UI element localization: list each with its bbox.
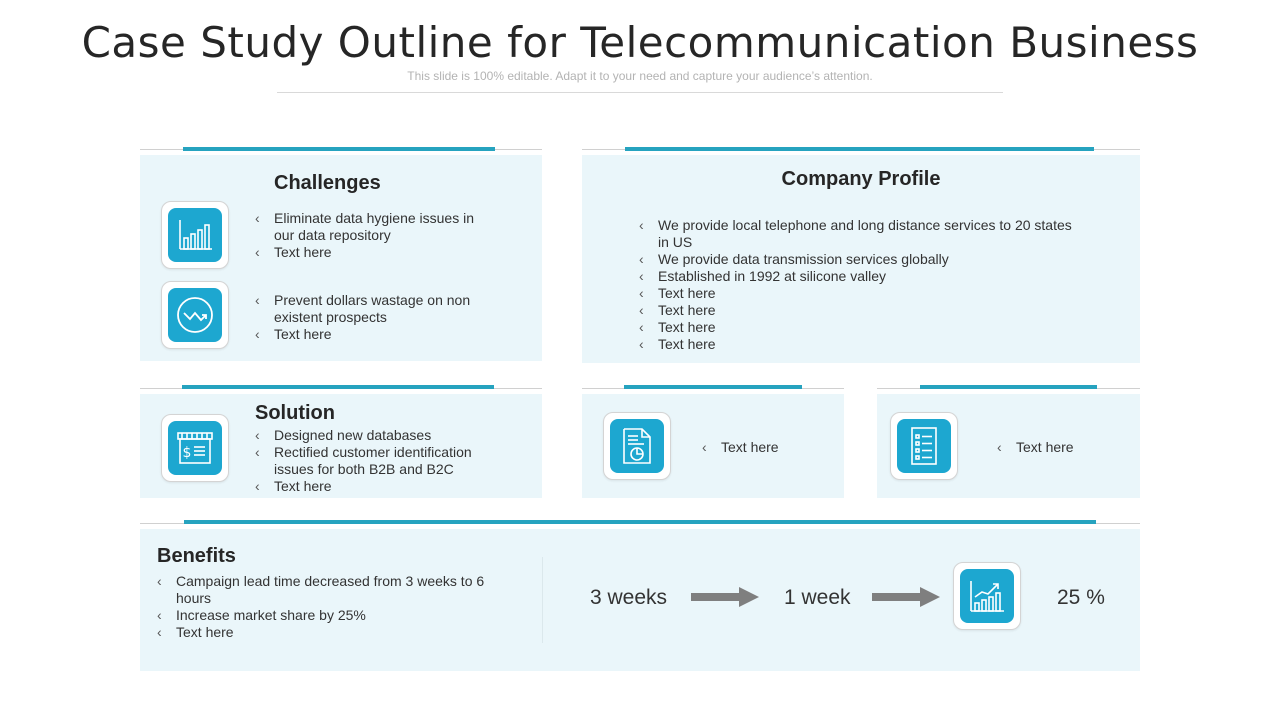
- list-item: Text here: [255, 478, 485, 495]
- challenge-icon-box-2: [161, 281, 229, 349]
- benefits-divider: [542, 557, 543, 643]
- list-item: Text here: [157, 624, 497, 641]
- list-item: Text here: [639, 285, 1079, 302]
- challenges-list-2: Prevent dollars wastage on non existent …: [255, 292, 485, 343]
- challenge-icon-box-1: [161, 201, 229, 269]
- mini1-list: Text here: [702, 439, 832, 456]
- flow-from-value: 3 weeks: [590, 586, 668, 609]
- slide-subtitle: This slide is 100% editable. Adapt it to…: [407, 69, 873, 83]
- company-profile-card: Company Profile We provide local telepho…: [582, 155, 1140, 363]
- list-item: Eliminate data hygiene issues in our dat…: [255, 210, 485, 244]
- mini-card-2: Text here: [877, 394, 1140, 498]
- list-item: Text here: [255, 326, 485, 343]
- right-arrow-icon: [872, 587, 940, 607]
- checklist-icon: [911, 427, 937, 465]
- bar-chart-icon: [179, 220, 212, 250]
- benefits-title: Benefits: [157, 545, 236, 567]
- flow-to-value: 1 week: [784, 586, 851, 609]
- mini2-accent-bar: [920, 385, 1097, 389]
- list-item: Rectified customer identification issues…: [255, 444, 485, 478]
- title-divider: [277, 92, 1003, 93]
- list-item: We provide data transmission services gl…: [639, 251, 1079, 268]
- challenges-card: Challenges: [140, 155, 542, 361]
- challenges-list-1: Eliminate data hygiene issues in our dat…: [255, 210, 485, 261]
- mini1-accent-bar: [624, 385, 802, 389]
- mini-card-1: Text here: [582, 394, 844, 498]
- list-item: Text here: [702, 439, 832, 456]
- right-arrow-icon: [691, 587, 759, 607]
- list-item: Text here: [639, 302, 1079, 319]
- list-item: Designed new databases: [255, 427, 485, 444]
- solution-card: Solution $ Desig: [140, 394, 542, 498]
- mini1-icon-box: [603, 412, 671, 480]
- list-item: Increase market share by 25%: [157, 607, 497, 624]
- solution-accent-bar: [182, 385, 494, 389]
- solution-icon-box: $: [161, 414, 229, 482]
- mini2-list: Text here: [997, 439, 1127, 456]
- list-item: Text here: [997, 439, 1127, 456]
- list-item: Established in 1992 at silicone valley: [639, 268, 1079, 285]
- mini2-icon-box: [890, 412, 958, 480]
- growth-chart-icon: [970, 581, 1004, 612]
- benefits-accent-bar: [184, 520, 1096, 524]
- benefits-icon-box: [953, 562, 1021, 630]
- svg-text:$: $: [183, 445, 192, 461]
- list-item: Campaign lead time decreased from 3 week…: [157, 573, 497, 607]
- list-item: We provide local telephone and long dist…: [639, 217, 1079, 251]
- company-profile-list: We provide local telephone and long dist…: [639, 217, 1079, 353]
- billboard-dollar-icon: $: [177, 432, 213, 464]
- benefits-list: Campaign lead time decreased from 3 week…: [157, 573, 497, 641]
- company-profile-title: Company Profile: [781, 168, 941, 190]
- slide-title: Case Study Outline for Telecommunication…: [81, 18, 1199, 67]
- list-item: Text here: [639, 319, 1079, 336]
- list-item: Text here: [255, 244, 485, 261]
- solution-title: Solution: [255, 402, 335, 424]
- list-item: Text here: [639, 336, 1079, 353]
- benefits-card: Benefits Campaign lead time decreased fr…: [140, 529, 1140, 671]
- challenges-accent-bar: [183, 147, 495, 151]
- solution-list: Designed new databases Rectified custome…: [255, 427, 485, 495]
- declining-graph-icon: [177, 297, 213, 333]
- profile-accent-bar: [625, 147, 1094, 151]
- report-document-icon: [623, 428, 651, 464]
- list-item: Prevent dollars wastage on non existent …: [255, 292, 485, 326]
- challenges-title: Challenges: [274, 172, 381, 194]
- result-value: 25 %: [1057, 586, 1105, 609]
